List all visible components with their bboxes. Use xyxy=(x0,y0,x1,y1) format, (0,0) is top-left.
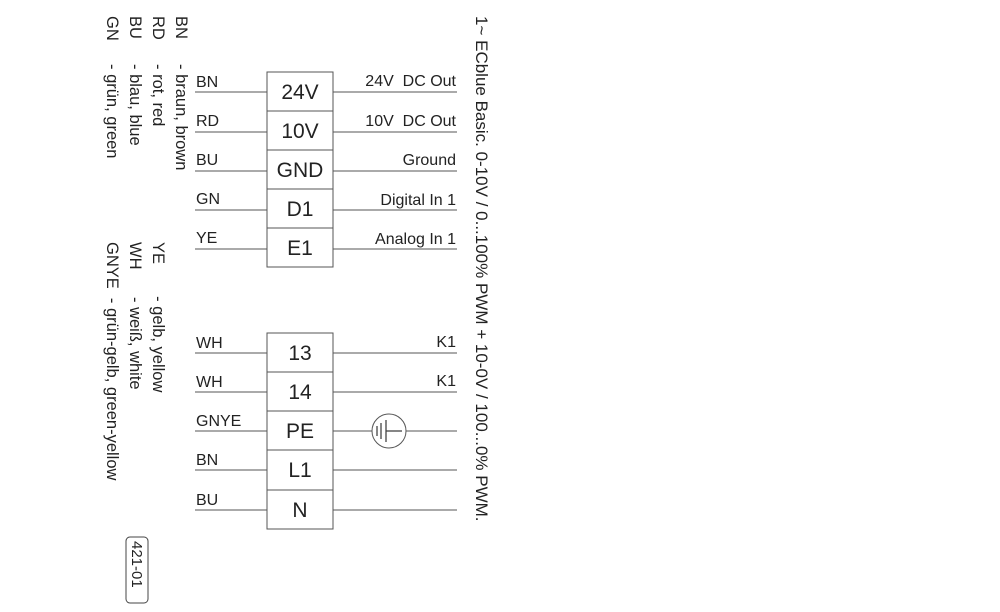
terminal-function-label: Ground xyxy=(403,152,456,169)
wire-color-label: BN xyxy=(196,452,218,469)
terminal-label: N xyxy=(292,499,307,522)
terminal-label: 10V xyxy=(281,120,318,143)
terminal-function-label: 24V DC Out xyxy=(365,73,456,90)
legend-entry: YE - gelb, yellow xyxy=(149,242,167,392)
wire-color-label: WH xyxy=(196,374,223,391)
terminal-label: GND xyxy=(277,159,324,182)
wire-color-label: RD xyxy=(196,113,219,130)
control-terminal-block: BN RD BU GN YE 24V 10V GND D1 E1 24V DC … xyxy=(195,71,457,268)
color-legend-primary: BN - braun, brown RD - rot, red BU - bla… xyxy=(103,16,190,170)
terminal-label: 14 xyxy=(288,381,312,404)
legend-code: BU xyxy=(126,16,144,39)
reference-badge: 421-01 xyxy=(125,536,149,604)
legend-entry: WH - weiß, white xyxy=(126,242,144,390)
legend-text: - blau, blue xyxy=(126,64,144,146)
terminal-label: 13 xyxy=(288,342,311,365)
diagram-title: 1~ ECblue Basic. 0-10V / 0...100% PWM + … xyxy=(472,16,491,522)
reference-badge-label: 421-01 xyxy=(128,541,145,588)
legend-code: GN xyxy=(103,16,121,41)
terminal-function-label: 10V DC Out xyxy=(365,113,456,130)
terminal-function-label: K1 xyxy=(436,334,456,351)
terminal-label: E1 xyxy=(287,237,313,260)
terminal-label: PE xyxy=(286,420,314,443)
legend-text: - grün, green xyxy=(103,64,121,158)
wire-color-label: BU xyxy=(196,492,218,509)
wire-color-label: WH xyxy=(196,335,223,352)
terminal-label: 24V xyxy=(281,81,318,104)
wire-color-label: BU xyxy=(196,152,218,169)
wire-color-label: BN xyxy=(196,74,218,91)
legend-text: - braun, brown xyxy=(172,64,190,170)
terminal-function-label: Digital In 1 xyxy=(380,192,456,209)
color-legend-secondary: YE - gelb, yellow WH - weiß, white GNYE … xyxy=(103,242,167,481)
legend-text: - rot, red xyxy=(149,64,167,126)
power-terminal-block: WH WH GNYE BN BU 13 14 PE L1 N K1 K1 xyxy=(195,332,457,530)
wire-color-label: GN xyxy=(196,191,220,208)
legend-entry: GNYE - grün-gelb, green-yellow xyxy=(103,242,121,481)
legend-code: BN xyxy=(172,16,190,39)
legend-code: RD xyxy=(149,16,167,40)
wire-color-label: GNYE xyxy=(196,413,241,430)
terminal-function-label: K1 xyxy=(436,373,456,390)
terminal-label: L1 xyxy=(288,459,311,482)
wire-color-label: YE xyxy=(196,230,217,247)
terminal-label: D1 xyxy=(287,198,314,221)
terminal-function-label: Analog In 1 xyxy=(375,231,456,248)
ground-symbol-icon xyxy=(371,413,407,449)
